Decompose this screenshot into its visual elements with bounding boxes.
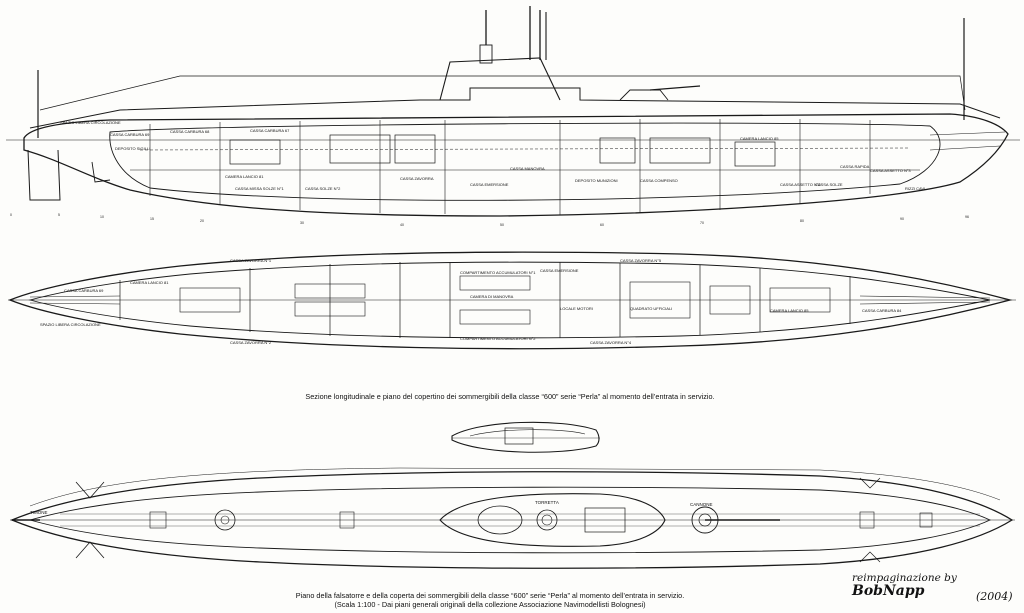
plan-label: CAMERA LANCIO 81	[130, 280, 169, 285]
plan-label: CAMERA DI MANOVRA	[470, 294, 514, 299]
side-label: CASSA ZAVORRA	[400, 176, 434, 181]
plan-label: CASSA EMERSIONE	[540, 268, 579, 273]
svg-text:10: 10	[100, 215, 104, 219]
side-label: CASSA MANOVRA	[510, 166, 545, 171]
plan-label: SPAZIO LIBERA CIRCOLAZIONE	[40, 322, 101, 327]
side-label: CAMERA LANCIO 85	[740, 136, 779, 141]
lower-deck-plan-drawing	[8, 251, 1016, 350]
plan-label: CASSA ZAVORRA N°4	[590, 340, 632, 345]
side-label: DEPOSITO MUNIZIONI	[575, 178, 618, 183]
plan-label: COMPARTIMENTO ACCUMULATORI N°2	[460, 336, 536, 341]
svg-text:80: 80	[800, 219, 804, 223]
deck-label: CANNONE	[690, 502, 713, 507]
svg-text:30: 30	[300, 221, 304, 225]
caption-longitudinal-section: Sezione longitudinale e piano del copert…	[305, 392, 715, 401]
caption-deck-plan: Piano della falsatorre e della coperta d…	[295, 591, 685, 600]
deck-label: TIMONE	[30, 510, 48, 515]
side-label: RIZZI CAVI	[905, 186, 925, 191]
deck-label: TORRETTA	[535, 500, 559, 505]
svg-text:90: 90	[900, 217, 904, 221]
svg-text:0: 0	[10, 213, 12, 217]
side-label: CASSA EMERSIONE	[470, 182, 509, 187]
side-label: DEPOSITO SIGILLI	[115, 146, 150, 151]
plan-label: COMPARTIMENTO ACCUMULATORI N°1	[460, 270, 536, 275]
side-label: CAMERA LANCIO 81	[225, 174, 264, 179]
svg-text:40: 40	[400, 223, 404, 227]
motor-launch-drawing	[451, 421, 600, 453]
svg-text:60: 60	[600, 223, 604, 227]
plan-label: CASSA CARBURA 69	[64, 288, 104, 293]
svg-text:5: 5	[58, 213, 60, 217]
side-label: CASSA CARBURA 69	[110, 132, 150, 137]
side-label: CASSA CARBURA 68	[170, 129, 210, 134]
side-label: CASSA ASSETTO N°3	[870, 168, 911, 173]
plan-label: CAMERA LANCIO 85	[770, 308, 809, 313]
side-label: CASSA SOLZE	[815, 182, 843, 187]
svg-text:70: 70	[700, 221, 704, 225]
author-signature: reimpaginazione by BobNapp (2004)	[852, 572, 1022, 603]
svg-text:15: 15	[150, 217, 154, 221]
longitudinal-section-drawing	[6, 6, 1020, 217]
svg-text:20: 20	[200, 219, 204, 223]
plan-label: CASSA ZAVORRA N°2	[230, 340, 272, 345]
signature-year: (2004)	[976, 590, 1013, 603]
side-label: CASSA SOLZE N°2	[305, 186, 341, 191]
side-label: CASSA COMPENSO	[640, 178, 678, 183]
plan-label: QUADRATO UFFICIALI	[630, 306, 672, 311]
plan-label: CASSA ZAVORRA N°1	[230, 258, 272, 263]
signature-name: BobNapp	[852, 583, 925, 599]
side-label: CASSA MISSA SOLZE N°1	[235, 186, 285, 191]
side-label: SPAZIO LIBERA CIRCOLAZIONE	[60, 120, 121, 125]
plan-label: CASSA CARBURA 84	[862, 308, 902, 313]
svg-text:96: 96	[965, 215, 969, 219]
side-label: CASSA RAPIDA	[840, 164, 870, 169]
deck-and-conning-tower-plan-drawing	[10, 467, 1015, 569]
plan-label: CASSA ZAVORRA N°5	[620, 258, 662, 263]
side-label: CASSA CARBURA 67	[250, 128, 290, 133]
side-label: CASSA ASSETTO N°2	[780, 182, 821, 187]
caption-source-note: (Scala 1:100 - Dai piani generali origin…	[334, 600, 646, 609]
signature-prefix: reimpaginazione by	[852, 572, 957, 584]
svg-text:50: 50	[500, 223, 504, 227]
plan-label: LOCALE MOTORI	[560, 306, 593, 311]
